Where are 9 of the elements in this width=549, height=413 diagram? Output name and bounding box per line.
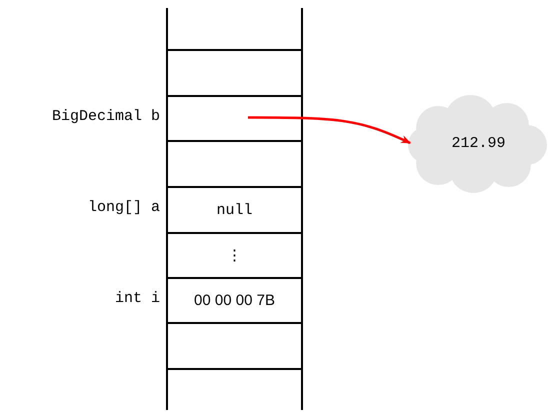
cell-value: ⋮ (227, 247, 242, 265)
cell-value: null (216, 202, 252, 218)
object-value: 212.99 (451, 134, 506, 152)
cell-value: 00 00 00 7B (194, 292, 275, 309)
variable-name: int i (114, 290, 160, 306)
pointer-arrow (248, 116, 411, 144)
memory-cell (168, 322, 301, 370)
variable-name: BigDecimal b (52, 108, 160, 124)
variable-name: long[] a (88, 199, 160, 216)
